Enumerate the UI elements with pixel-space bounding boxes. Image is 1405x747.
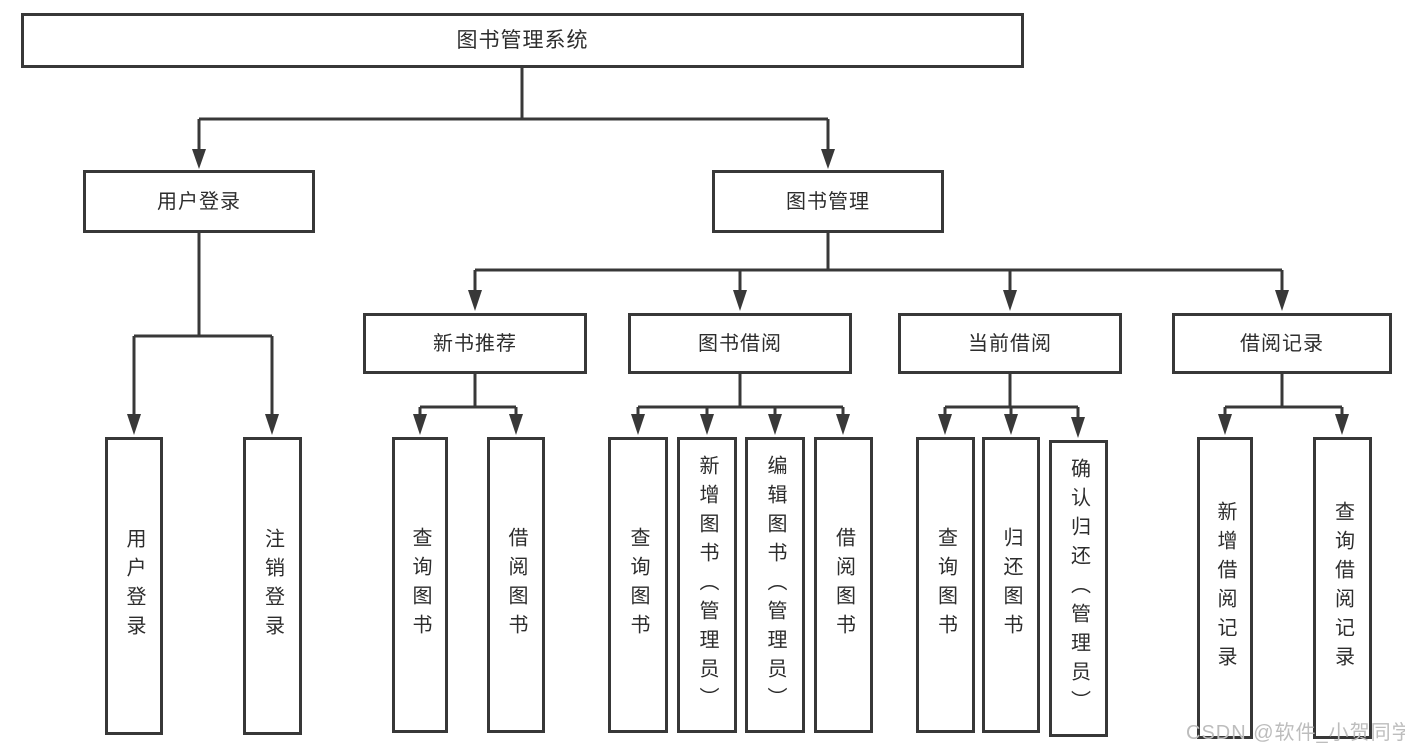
arrowhead-bb-borrow-books: [836, 414, 850, 435]
connector-new-book-recommend-children: [418, 374, 518, 416]
node-bb-query-books: 查询图书: [608, 437, 668, 733]
node-book-borrowing: 图书借阅: [628, 313, 852, 374]
arrowhead-book-borrowing: [733, 290, 747, 311]
node-cb-query-books: 查询图书: [916, 437, 975, 733]
connector-book-management-children: [473, 233, 1284, 292]
arrowhead-br-add-record: [1218, 414, 1232, 435]
arrowhead-cb-return-books: [1004, 414, 1018, 435]
connector-current-borrowing-children: [943, 374, 1080, 419]
arrowhead-logout-leaf: [265, 414, 279, 435]
node-borrow-records: 借阅记录: [1172, 313, 1392, 374]
arrowhead-bb-edit-book: [768, 414, 782, 435]
node-br-add-record: 新增借阅记录: [1197, 437, 1253, 739]
connector-book-borrowing-children: [636, 374, 845, 416]
arrowhead-book-management: [821, 149, 835, 169]
arrowhead-user-login-leaf: [127, 414, 141, 435]
node-library-system: 图书管理系统: [21, 13, 1024, 68]
node-nbr-borrow-books: 借阅图书: [487, 437, 545, 733]
arrowhead-current-borrowing: [1003, 290, 1017, 311]
arrowhead-borrow-records: [1275, 290, 1289, 311]
node-user-login: 用户登录: [83, 170, 315, 233]
arrowhead-cb-query-books: [938, 414, 952, 435]
node-user-login-leaf: 用户登录: [105, 437, 163, 735]
node-current-borrowing: 当前借阅: [898, 313, 1122, 374]
csdn-watermark: CSDN @软件_小贺同学: [1186, 722, 1405, 744]
arrowhead-user-login: [192, 149, 206, 169]
arrowhead-br-query-record: [1335, 414, 1349, 435]
arrowhead-cb-confirm-return: [1071, 417, 1085, 438]
node-new-book-recommend: 新书推荐: [363, 313, 587, 374]
arrowhead-nbr-borrow-books: [509, 414, 523, 435]
node-logout-leaf: 注销登录: [243, 437, 302, 735]
arrowhead-bb-add-book: [700, 414, 714, 435]
node-cb-return-books: 归还图书: [982, 437, 1040, 733]
node-cb-confirm-return-admin: 确认归还（管理员）: [1049, 440, 1108, 737]
arrowhead-nbr-query-books: [413, 414, 427, 435]
node-book-management: 图书管理: [712, 170, 944, 233]
connector-root-to-level1: [197, 68, 830, 151]
arrowhead-new-book-recommend: [468, 290, 482, 311]
node-nbr-query-books: 查询图书: [392, 437, 448, 733]
node-bb-edit-book-admin: 编辑图书（管理员）: [745, 437, 805, 733]
node-bb-borrow-books: 借阅图书: [814, 437, 873, 733]
node-bb-add-book-admin: 新增图书（管理员）: [677, 437, 737, 733]
connector-borrow-records-children: [1223, 374, 1344, 416]
arrowhead-bb-query-books: [631, 414, 645, 435]
connector-user-login-children: [132, 233, 274, 416]
node-br-query-record: 查询借阅记录: [1313, 437, 1372, 739]
